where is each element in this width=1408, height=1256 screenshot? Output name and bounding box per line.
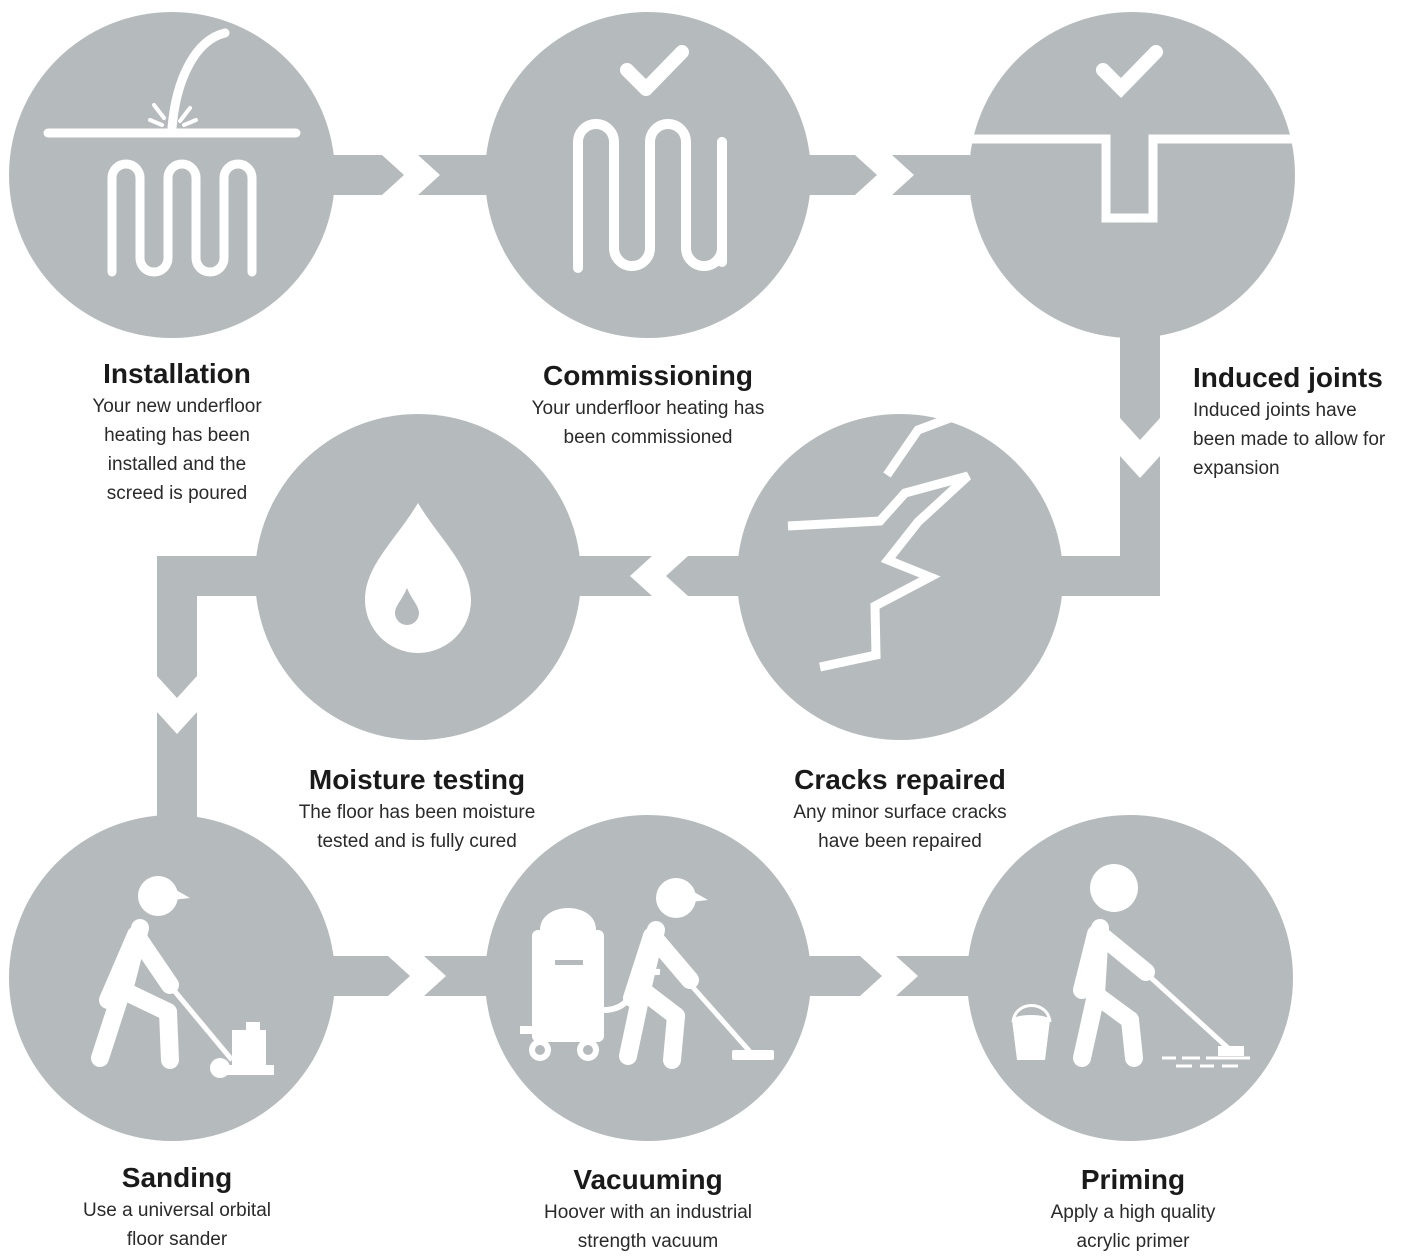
step-title: Priming [1080,1164,1186,1195]
step-circle-cracks [737,414,1063,740]
vacuum-worker-icon [520,878,774,1069]
pipe-pour-icon [43,28,301,277]
pipe-check-icon [573,45,727,273]
connector-2-3-tail [892,155,970,195]
step-label-vacuuming: Vacuuming Hoover with an industrial stre… [513,1164,783,1256]
step-description: Use a universal orbital floor sander [83,1200,271,1250]
step-title: Induced joints [1193,362,1383,393]
connector-1-2-tail [418,155,490,195]
step-label-installation: Installation Your new underfloor heating… [42,358,312,508]
step-label-commissioning: Commissioning Your underfloor heating ha… [498,360,798,452]
step-title: Sanding [121,1162,233,1193]
step-title: Commissioning [542,360,753,391]
sander-worker-icon [91,876,274,1078]
step-description: The floor has been moisture tested and i… [298,802,536,852]
step-label-cracks-repaired: Cracks repaired Any minor surface cracks… [760,764,1040,856]
step-title: Moisture testing [308,764,526,795]
connector-7-8-tail [896,956,975,996]
crack-icon [787,413,972,672]
connector-1-2 [330,155,404,195]
connector-4-5-tail [570,556,652,596]
water-drop-icon [365,503,471,653]
joint-check-icon [966,45,1300,223]
connector-4-5 [666,556,750,596]
step-description: Any minor surface cracks have been repai… [793,802,1007,852]
step-description: Your underfloor heating has been commiss… [531,398,765,448]
step-description: Your new underfloor heating has been ins… [92,396,262,504]
step-description: Hoover with an industrial strength vacuu… [543,1202,753,1252]
step-label-sanding: Sanding Use a universal orbital floor sa… [42,1162,312,1254]
connector-5-6-tail [157,712,197,840]
step-title: Vacuuming [573,1164,723,1195]
step-title: Cracks repaired [794,764,1006,795]
connector-6-7-tail [424,956,495,996]
connector-6-7 [330,956,410,996]
connector-2-3 [800,155,877,195]
primer-worker-icon [1011,864,1250,1068]
step-title: Installation [103,358,251,389]
connector-5-6 [157,556,270,698]
connector-3-4-tail [1060,456,1160,596]
step-description: Induced joints have been made to allow f… [1193,400,1386,479]
step-circle-induced-joints [969,12,1295,338]
connector-3-4 [1120,330,1160,440]
step-description: Apply a high quality acrylic primer [1050,1202,1216,1252]
step-label-induced-joints: Induced joints Induced joints have been … [1193,362,1403,483]
step-circle-priming [967,815,1293,1141]
step-label-moisture-testing: Moisture testing The floor has been mois… [272,764,562,856]
connector-7-8 [800,956,882,996]
step-label-priming: Priming Apply a high quality acrylic pri… [998,1164,1268,1256]
